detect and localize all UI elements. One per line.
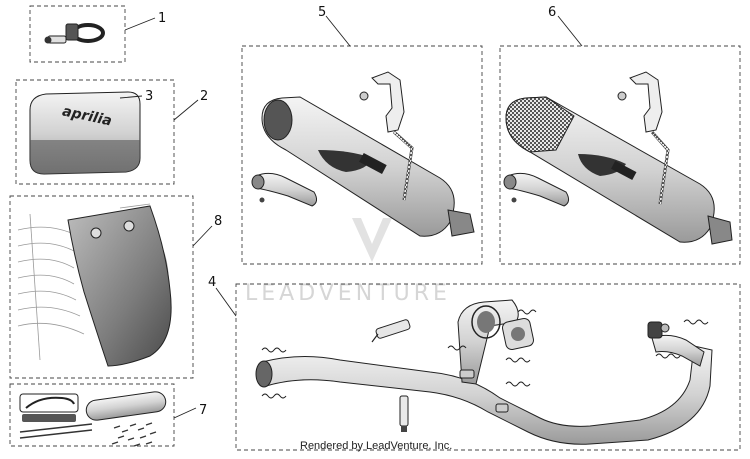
- rear-connector-pipe: [647, 321, 705, 367]
- group-8-guard: 8: [9, 195, 222, 379]
- group-6-silencer-carbon: 6: [499, 5, 741, 265]
- silencer-6-link-pipe: [503, 172, 570, 207]
- carbon-end-cap: [505, 96, 575, 153]
- group-2-frame: [15, 79, 175, 185]
- guard-bolt-upper: [90, 227, 102, 239]
- group-1-frame: [29, 5, 126, 63]
- group-6-frame: [499, 45, 741, 265]
- callout-8: 8: [214, 214, 222, 229]
- guard-bolt-lower: [123, 220, 135, 232]
- silencer-6-body: [505, 96, 733, 245]
- group-7-frame: [9, 383, 175, 447]
- callout-4: 4: [208, 275, 216, 290]
- aprilia-cover-part: aprilia: [29, 91, 141, 175]
- silencer-5-link-pipe: [251, 172, 318, 207]
- group-5-frame: [241, 45, 483, 265]
- clamp-part: [44, 23, 105, 44]
- cable-tie-set: [19, 423, 93, 439]
- silencer-6-hanger-bracket: [617, 71, 670, 205]
- group-4-exhaust-system: 4: [208, 275, 741, 451]
- group-1-clamp: 1: [29, 5, 166, 63]
- callout-2: 2: [200, 89, 208, 104]
- leader-6: [557, 15, 583, 47]
- pipe-clamps: [459, 369, 509, 413]
- silencer-5-hanger-bracket: [359, 71, 414, 201]
- heel-guard-part: [67, 205, 172, 367]
- header-pipe-main: [255, 345, 713, 445]
- sealant-tube: [399, 395, 409, 432]
- small-screws-set: [111, 422, 157, 447]
- render-credit: Rendered by LeadVenture, Inc.: [300, 440, 453, 452]
- watermark-text: LEADVENTURE: [245, 281, 451, 306]
- heat-sleeve-part: [85, 391, 167, 421]
- leader-4: [215, 287, 237, 317]
- leader-5: [325, 15, 351, 47]
- callout-3: 3: [145, 89, 153, 104]
- pipe-sensor-probe: [371, 319, 411, 343]
- springs-set: [261, 309, 709, 399]
- frame-background-sketch: [17, 203, 169, 361]
- leader-3: [119, 95, 143, 99]
- leader-8: [192, 225, 213, 247]
- watermark: LEADVENTURE: [245, 218, 451, 306]
- callout-5: 5: [318, 5, 326, 20]
- leader-2: [173, 99, 199, 121]
- group-4-frame: [235, 283, 741, 451]
- callout-6: 6: [548, 5, 556, 20]
- callout-1: 1: [158, 11, 166, 26]
- group-8-frame: [9, 195, 194, 379]
- group-5-silencer: 5: [241, 5, 483, 265]
- leader-1: [124, 17, 156, 31]
- group-7-decal-kit: 7: [9, 383, 207, 447]
- silencer-5-body: [261, 96, 475, 237]
- group-2-cover-kit: aprilia 3 2: [15, 79, 208, 185]
- callout-7: 7: [199, 403, 207, 418]
- decal-sticker-part: [19, 393, 79, 422]
- leader-7: [173, 407, 197, 419]
- pipe-flange: [502, 318, 534, 350]
